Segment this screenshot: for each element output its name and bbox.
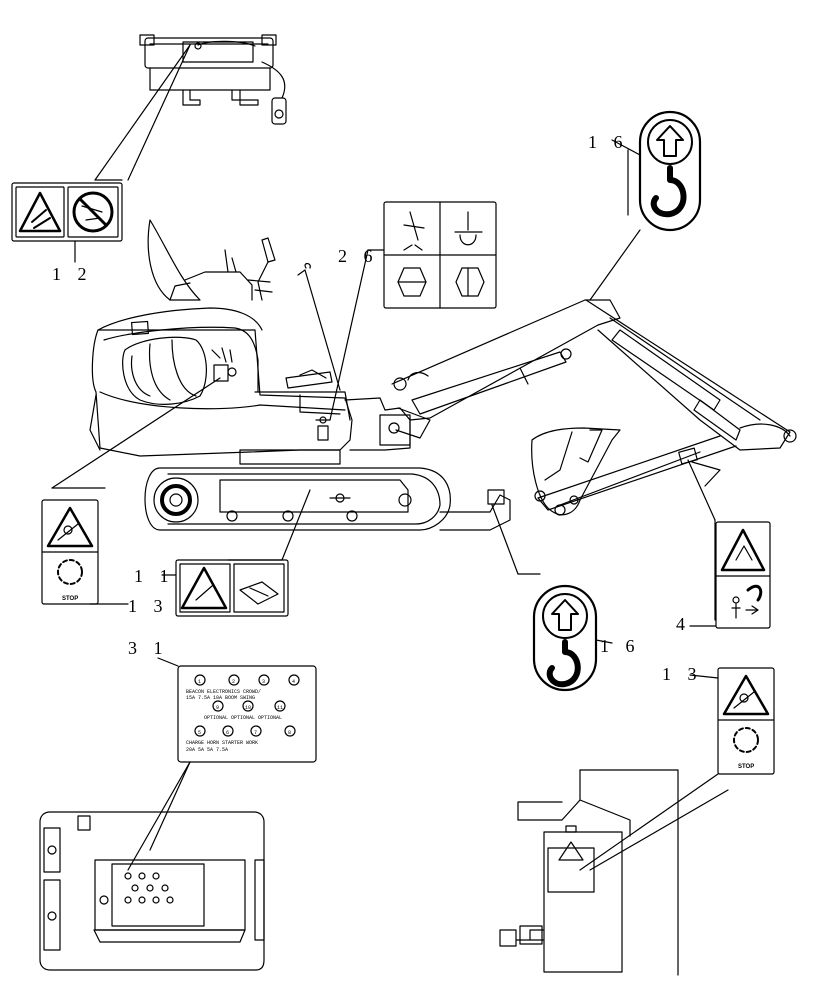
hood-detail-view: [139, 34, 287, 125]
callout-26: 2 6: [338, 246, 379, 266]
fuse-chart-labels: 1 2 3 4 BEACON ELECTRONICS CROWD/ 15A 7.…: [186, 679, 295, 753]
decal-11: [175, 559, 289, 617]
fuse-number: 1: [198, 679, 201, 685]
callout-16-top: 1 6: [588, 132, 629, 152]
stop-label-right: STOP: [738, 764, 754, 770]
fuse-number: 7: [254, 730, 257, 736]
callout-13-left: 1 3: [128, 596, 169, 616]
decal-26: [383, 201, 497, 309]
callout-13-right: 1 3: [662, 664, 703, 684]
fuse-row1-sub: 15A 7.5A 10A BOOM SWING: [186, 695, 255, 701]
stop-label-left: STOP: [62, 596, 78, 602]
fuse-number: 5: [198, 730, 201, 736]
decal-13-left: [41, 499, 99, 605]
callout-31: 3 1: [128, 638, 169, 658]
fuse-box-view: [39, 811, 265, 971]
callout-4: 4: [676, 614, 691, 634]
fuse-row3-text: CHARGE HORN STARTER WORK: [186, 740, 258, 746]
fuse-row1-text: BEACON ELECTRONICS CROWD/: [186, 689, 261, 695]
decal-16-top: [638, 110, 702, 232]
callout-11: 1 1: [134, 566, 175, 586]
decal-12: [11, 182, 123, 263]
decal-13-right: [717, 667, 775, 775]
fuse-row3-sub: 20A 5A 5A 7.5A: [186, 747, 228, 753]
fuse-number: 3: [262, 679, 265, 685]
tank-detail-view: [499, 769, 679, 976]
callout-12: 1 2: [52, 264, 93, 284]
fuse-number: 11: [277, 705, 283, 711]
leader-line: [94, 44, 191, 181]
decal-4: [715, 521, 771, 629]
fuse-number: 2: [232, 679, 235, 685]
decal-31-fuse-chart: [177, 665, 317, 763]
excavator-illustration: [89, 219, 797, 531]
callout-16-bottom: 1 6: [600, 636, 641, 656]
fuse-number: 6: [226, 730, 229, 736]
fuse-number: 10: [245, 705, 251, 711]
fuse-number: 4: [292, 679, 295, 685]
fuse-row2-text: OPTIONAL OPTIONAL OPTIONAL: [204, 715, 282, 721]
fuse-number: 9: [216, 705, 219, 711]
decal-16-bottom: [532, 584, 598, 692]
fuse-number: 8: [288, 730, 291, 736]
